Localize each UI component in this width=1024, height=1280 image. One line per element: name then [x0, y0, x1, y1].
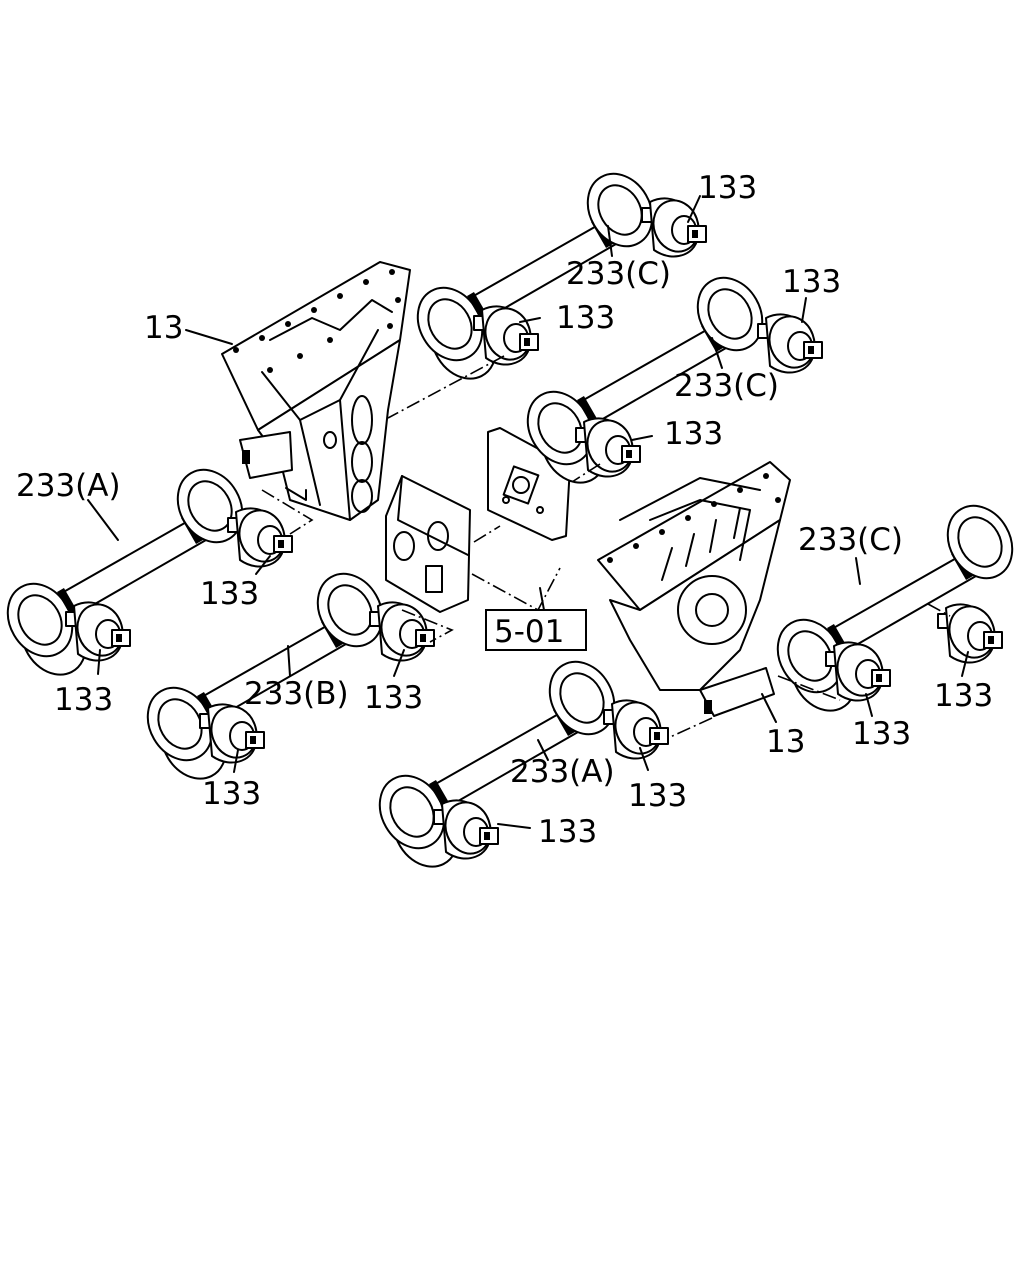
label-bushing-6: 133 [54, 682, 113, 718]
label-bushing-3: 133 [782, 264, 841, 300]
label-bushing-7: 133 [364, 680, 423, 716]
bushing-11 [937, 599, 1003, 665]
label-bushing-5: 133 [200, 576, 259, 612]
frame-bracket-left [221, 261, 411, 521]
bushing-3 [757, 309, 823, 375]
label-bracket-left: 13 [144, 310, 183, 346]
label-rod-bottom-a: 233(A) [510, 754, 615, 790]
label-bushing-1: 133 [698, 170, 757, 206]
callout-labels: 13 13 233(C) 233(C) 233(C) 233(A) 233(A)… [16, 170, 993, 850]
label-bushing-11: 133 [934, 678, 993, 714]
leader-lines [87, 195, 969, 829]
label-rod-left-a: 233(A) [16, 468, 121, 504]
label-bushing-4: 133 [664, 416, 723, 452]
center-mounting-plates [385, 427, 571, 613]
label-rod-middle-c: 233(C) [674, 368, 779, 404]
label-bushing-10: 133 [852, 716, 911, 752]
frame-bracket-right [597, 461, 791, 717]
label-bushing-8: 133 [202, 776, 261, 812]
bushing-7 [369, 597, 435, 663]
label-bushing-9: 133 [628, 778, 687, 814]
label-rod-b: 233(B) [244, 676, 349, 712]
label-rod-right-c: 233(C) [798, 522, 903, 558]
bushing-9 [603, 695, 669, 761]
label-bracket-right: 13 [766, 724, 805, 760]
label-reference: 5-01 [494, 614, 564, 650]
bushing-5 [227, 503, 293, 569]
label-bushing-12: 133 [538, 814, 597, 850]
label-rod-top-c: 233(C) [566, 256, 671, 292]
reference-box [485, 609, 587, 651]
label-bushing-2: 133 [556, 300, 615, 336]
